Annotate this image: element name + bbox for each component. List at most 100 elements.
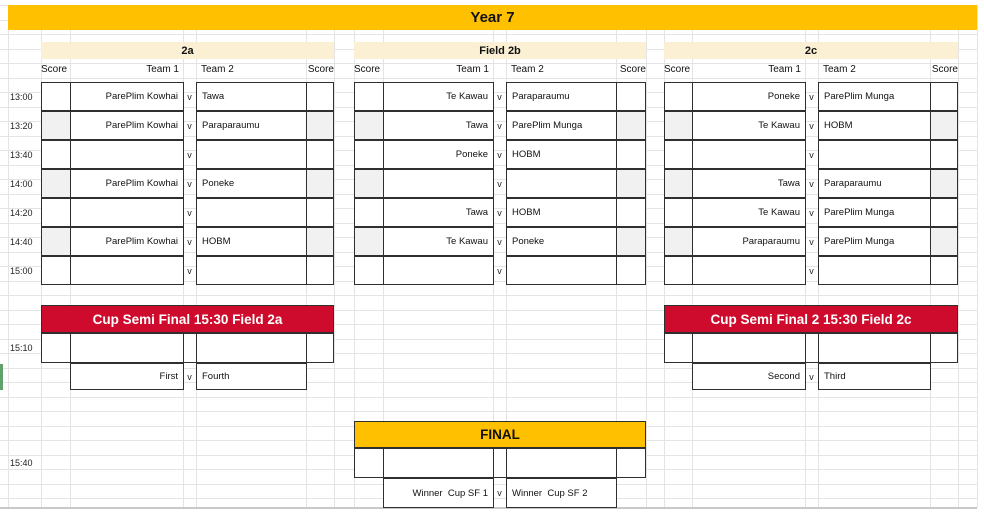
- sf-seed-team2-cell[interactable]: Third: [818, 363, 931, 390]
- match-team1-cell[interactable]: Te Kawau: [383, 82, 494, 111]
- match-team2-cell[interactable]: Poneke: [506, 227, 617, 256]
- match-team1-cell[interactable]: Paraparaumu: [692, 227, 806, 256]
- score-cell-left[interactable]: [41, 82, 71, 111]
- score-cell-right[interactable]: [930, 169, 958, 198]
- match-team2-cell[interactable]: [506, 256, 617, 285]
- score-cell-left[interactable]: [354, 227, 384, 256]
- score-cell-left[interactable]: [664, 140, 693, 169]
- match-team1-cell[interactable]: [692, 140, 806, 169]
- match-team2-cell[interactable]: ParePlim Munga: [818, 82, 931, 111]
- match-team1-cell[interactable]: Te Kawau: [692, 111, 806, 140]
- score-cell-left[interactable]: [664, 198, 693, 227]
- score-cell-right[interactable]: [306, 169, 334, 198]
- match-team1-cell[interactable]: ParePlim Kowhai: [70, 82, 184, 111]
- match-team2-cell[interactable]: HOBM: [818, 111, 931, 140]
- match-team1-cell[interactable]: Tawa: [383, 111, 494, 140]
- score-cell-left[interactable]: [41, 140, 71, 169]
- final-team1-cell[interactable]: [383, 448, 494, 478]
- score-cell-left[interactable]: [354, 111, 384, 140]
- match-team1-cell[interactable]: Tawa: [692, 169, 806, 198]
- match-team1-cell[interactable]: [383, 256, 494, 285]
- sf-team1-cell[interactable]: [692, 333, 806, 363]
- sf-seed-team1-cell[interactable]: Second: [692, 363, 806, 390]
- score-cell-right[interactable]: [616, 169, 646, 198]
- score-cell-right[interactable]: [930, 227, 958, 256]
- match-team1-cell[interactable]: ParePlim Kowhai: [70, 111, 184, 140]
- final-score-cell-right[interactable]: [616, 448, 646, 478]
- score-cell-left[interactable]: [41, 227, 71, 256]
- match-team2-cell[interactable]: ParePlim Munga: [818, 198, 931, 227]
- match-team1-cell[interactable]: Tawa: [383, 198, 494, 227]
- score-cell-left[interactable]: [664, 256, 693, 285]
- match-team1-cell[interactable]: [383, 169, 494, 198]
- final-score-cell-left[interactable]: [354, 448, 384, 478]
- sf-score-cell-left[interactable]: [664, 333, 693, 363]
- sf-seed-team2-cell[interactable]: Fourth: [196, 363, 307, 390]
- match-team1-cell[interactable]: ParePlim Kowhai: [70, 227, 184, 256]
- match-team1-cell[interactable]: ParePlim Kowhai: [70, 169, 184, 198]
- final-winner1-cell[interactable]: Winner Cup SF 1: [383, 478, 494, 508]
- sf-team2-cell[interactable]: [196, 333, 307, 363]
- score-cell-left[interactable]: [41, 256, 71, 285]
- sf-seed-team1-cell[interactable]: First: [70, 363, 184, 390]
- match-team2-cell[interactable]: HOBM: [506, 140, 617, 169]
- score-cell-right[interactable]: [930, 256, 958, 285]
- sf-score-cell-right[interactable]: [306, 333, 334, 363]
- match-team1-cell[interactable]: [692, 256, 806, 285]
- score-cell-right[interactable]: [616, 82, 646, 111]
- match-team2-cell[interactable]: Paraparaumu: [506, 82, 617, 111]
- score-cell-right[interactable]: [930, 82, 958, 111]
- score-cell-left[interactable]: [354, 256, 384, 285]
- final-winner2-cell[interactable]: Winner Cup SF 2: [506, 478, 617, 508]
- match-team1-cell[interactable]: [70, 140, 184, 169]
- match-team1-cell[interactable]: Poneke: [692, 82, 806, 111]
- score-cell-left[interactable]: [41, 111, 71, 140]
- score-cell-left[interactable]: [664, 227, 693, 256]
- score-cell-right[interactable]: [306, 227, 334, 256]
- score-cell-right[interactable]: [616, 227, 646, 256]
- score-cell-left[interactable]: [41, 169, 71, 198]
- match-team2-cell[interactable]: [818, 140, 931, 169]
- match-team2-cell[interactable]: [196, 198, 307, 227]
- score-cell-right[interactable]: [616, 140, 646, 169]
- sf-score-cell-right[interactable]: [930, 333, 958, 363]
- match-team2-cell[interactable]: [818, 256, 931, 285]
- match-team2-cell[interactable]: [196, 140, 307, 169]
- score-cell-right[interactable]: [930, 198, 958, 227]
- match-team2-cell[interactable]: ParePlim Munga: [506, 111, 617, 140]
- score-cell-right[interactable]: [616, 198, 646, 227]
- final-team2-cell[interactable]: [506, 448, 617, 478]
- score-cell-right[interactable]: [306, 198, 334, 227]
- sf-team2-cell[interactable]: [818, 333, 931, 363]
- match-team2-cell[interactable]: [196, 256, 307, 285]
- score-cell-left[interactable]: [41, 198, 71, 227]
- score-cell-right[interactable]: [930, 140, 958, 169]
- score-cell-right[interactable]: [930, 111, 958, 140]
- match-team1-cell[interactable]: [70, 256, 184, 285]
- score-cell-left[interactable]: [664, 169, 693, 198]
- score-cell-left[interactable]: [664, 111, 693, 140]
- score-cell-left[interactable]: [354, 82, 384, 111]
- score-cell-left[interactable]: [354, 140, 384, 169]
- match-team2-cell[interactable]: [506, 169, 617, 198]
- score-cell-left[interactable]: [354, 169, 384, 198]
- score-cell-left[interactable]: [664, 82, 693, 111]
- match-team2-cell[interactable]: HOBM: [196, 227, 307, 256]
- score-cell-left[interactable]: [354, 198, 384, 227]
- match-team2-cell[interactable]: Poneke: [196, 169, 307, 198]
- match-team2-cell[interactable]: Tawa: [196, 82, 307, 111]
- match-team2-cell[interactable]: HOBM: [506, 198, 617, 227]
- match-team2-cell[interactable]: Paraparaumu: [196, 111, 307, 140]
- match-team1-cell[interactable]: Poneke: [383, 140, 494, 169]
- match-team1-cell[interactable]: Te Kawau: [692, 198, 806, 227]
- sf-score-cell-left[interactable]: [41, 333, 71, 363]
- sf-team1-cell[interactable]: [70, 333, 184, 363]
- score-cell-right[interactable]: [306, 111, 334, 140]
- score-cell-right[interactable]: [616, 111, 646, 140]
- score-cell-right[interactable]: [306, 82, 334, 111]
- match-team1-cell[interactable]: Te Kawau: [383, 227, 494, 256]
- score-cell-right[interactable]: [306, 140, 334, 169]
- score-cell-right[interactable]: [616, 256, 646, 285]
- score-cell-right[interactable]: [306, 256, 334, 285]
- match-team2-cell[interactable]: Paraparaumu: [818, 169, 931, 198]
